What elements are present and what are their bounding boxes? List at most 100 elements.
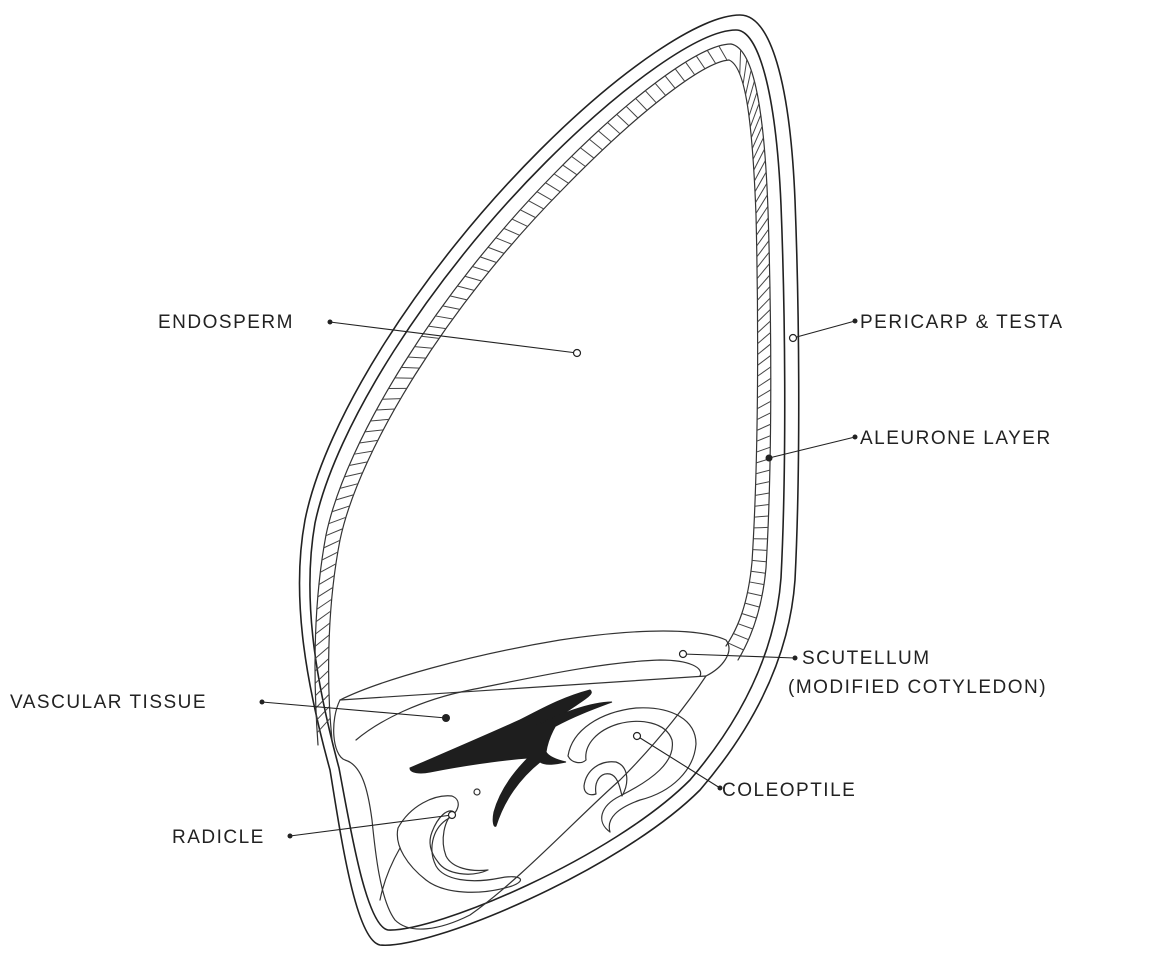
aleurone-cell-line [749,582,764,585]
aleurone-cell-line [598,131,611,142]
aleurone-cell-line [322,552,338,560]
labels: ENDOSPERM PERICARP & TESTA ALEURONE LAYE… [10,312,1064,848]
aleurone-cell-line [675,69,685,82]
aleurone-cell-line [563,165,577,175]
aleurone-cell-line [752,560,766,561]
small-structure [474,789,480,795]
aleurone-cell-line [758,321,771,333]
aleurone-cell-line [465,276,482,281]
aleurone-cell-line [757,390,770,398]
coleoptile-label: COLEOPTILE [722,780,856,801]
aleurone-cell-line [344,473,362,477]
aleurone-cell-line [336,495,354,500]
aleurone-cell-line [645,91,656,103]
aleurone-cell-line [754,516,768,517]
endosperm-leader [330,322,577,353]
aleurone-cell-line [354,451,372,454]
aleurone-cell-line [756,482,770,485]
aleurone-outer-left [315,44,731,745]
aleurone-cell-line [745,603,760,607]
aleurone-cell-line [758,310,771,322]
pericarp-outer-outline [299,15,798,945]
aleurone-cell-line [743,59,747,84]
aleurone-cell-line [753,550,767,551]
aleurone-cell-line [415,347,433,349]
pericarp-testa-label: PERICARP & TESTA [860,312,1064,333]
aleurone-cell-line [316,623,330,634]
aleurone-label-dot [853,435,858,440]
radicle-label: RADICLE [172,827,265,848]
endosperm-marker [574,350,581,357]
aleurone-cell-line [758,332,771,343]
aleurone-cell-line [756,470,770,474]
aleurone-cell-hatching [315,46,771,733]
aleurone-cell-line [707,50,715,63]
coleoptile-outer [568,708,696,832]
aleurone-cell-line [626,106,638,118]
aleurone-cell-line [608,123,621,134]
aleurone-cell-line [757,378,770,387]
aleurone-cell-line [480,257,496,263]
aleurone-cell-line [746,70,752,95]
aleurone-cell-line [751,115,760,138]
aleurone-cell-line [758,355,771,365]
aleurone-cell-line [408,357,426,358]
aleurone-cell-line [719,46,727,60]
pericarp-leader [793,321,855,338]
aleurone-cell-line [315,635,329,646]
coleoptile-marker [634,733,641,740]
aleurone-cell-line [617,114,629,126]
vascular-marker [442,714,450,722]
aleurone-cell-line [488,247,504,253]
aleurone-cell-line [443,306,460,309]
aleurone-cell-line [755,183,766,202]
aleurone-cell-line [326,529,343,536]
aleurone-cell-line [554,174,568,183]
aleurone-cell-line [320,564,336,573]
aleurone-cell-line [665,76,675,88]
aleurone-cell-line [751,571,765,573]
aleurone-marker [766,455,773,462]
aleurone-cell-line [316,611,331,621]
aleurone-cell-line [512,219,528,226]
aleurone-cell-line [371,419,389,421]
radicle-leader [290,815,452,836]
aleurone-cell-line [520,210,535,218]
scutellum-marker [680,651,687,658]
aleurone-cell-line [754,149,765,170]
aleurone-cell-line [636,98,647,110]
aleurone-cell-line [316,706,329,720]
aleurone-cell-line [757,287,769,301]
aleurone-cell-line [755,505,769,507]
aleurone-cell-line [758,298,771,311]
aleurone-cell-line [758,367,771,376]
aleurone-cell-line [472,266,489,271]
vascular-tissue-shape [410,690,591,826]
aleurone-cell-line [757,275,769,289]
aleurone-cell-line [754,527,768,528]
aleurone-cell-line [401,367,419,368]
pericarp-marker [790,335,797,342]
aleurone-cell-line [340,484,358,489]
aleurone-cell-line [696,56,705,69]
aleurone-cell-line [752,126,762,148]
aleurone-cell-line [545,183,560,192]
grain-outlines [299,15,798,945]
embryo [334,631,729,929]
embryo-outline [334,676,706,929]
scutellum-label-dot [793,656,798,661]
aleurone-cell-line [329,517,346,523]
aleurone-cell-line [428,326,446,329]
aleurone-cell-line [757,436,771,442]
aleurone-cell-line [457,286,474,290]
aleurone-cell-line [317,599,332,609]
aleurone-cell-line [740,50,741,74]
aleurone-cell-line [382,399,400,400]
aleurone-cell-line [537,192,552,201]
aleurone-cell-line [376,409,394,410]
vascular-label-dot [260,700,265,705]
aleurone-cell-line [755,493,769,495]
aleurone-cell-line [572,156,586,166]
aleurone-cell-line [450,296,467,300]
